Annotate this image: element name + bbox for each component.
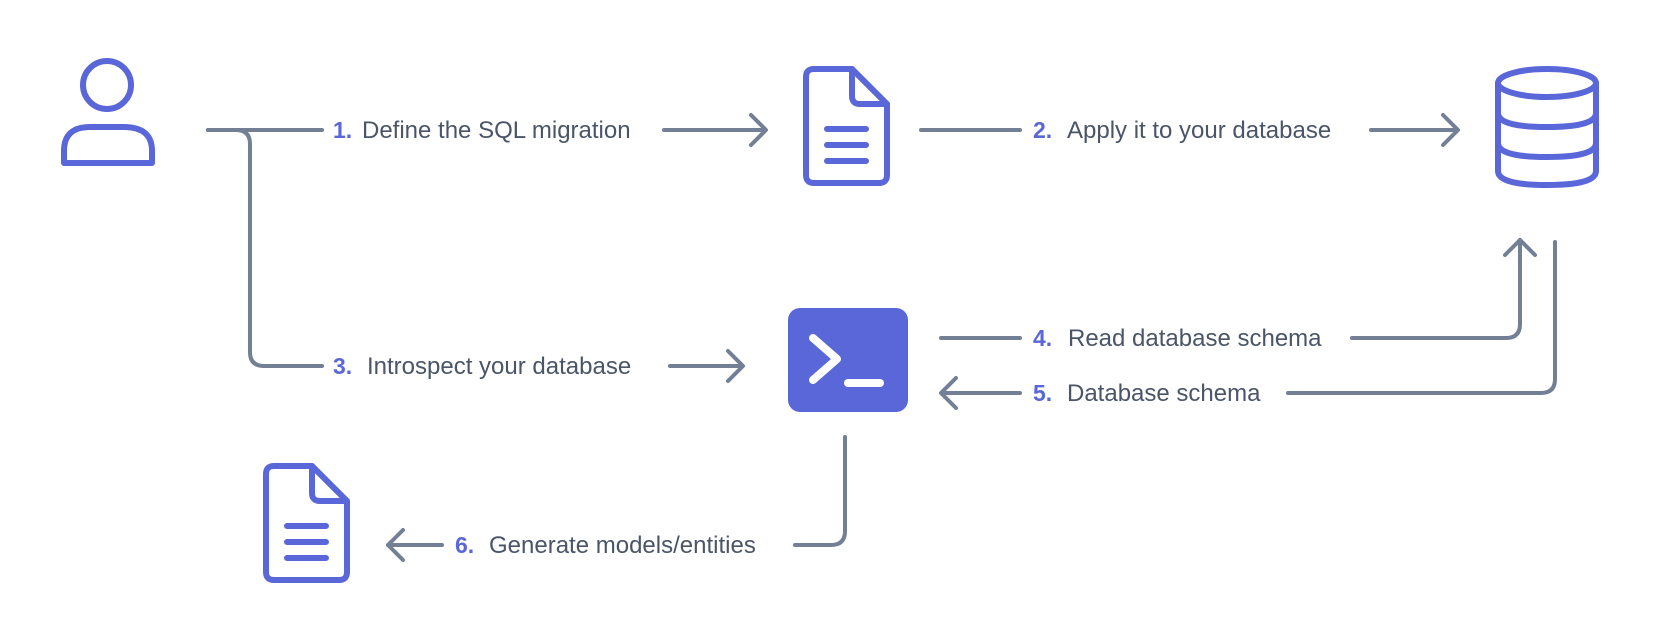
step-5-label: 5. Database schema [1033,380,1261,407]
step-text: Apply it to your database [1067,117,1331,144]
step-1-label: 1. Define the SQL migration [333,117,631,144]
step-number: 4. [1033,325,1052,351]
connector-step-6 [386,435,847,562]
step-number: 6. [455,532,474,558]
step-3-label: 3. Introspect your database [333,353,631,380]
database-icon [1495,66,1599,188]
step-number: 3. [333,353,352,379]
step-text: Generate models/entities [489,532,756,559]
connector-step-3 [206,128,745,383]
step-number: 1. [333,117,352,143]
document-icon [263,463,350,583]
step-text: Define the SQL migration [362,117,631,144]
terminal-icon [788,308,908,412]
step-text: Introspect your database [367,353,631,380]
step-text: Database schema [1067,380,1261,407]
connector-step-2 [919,113,1460,147]
step-text: Read database schema [1068,325,1322,352]
user-icon [61,58,155,166]
step-6-label: 6. Generate models/entities [455,532,756,559]
connector-step-5 [939,240,1557,410]
document-icon [803,66,890,186]
step-number: 5. [1033,380,1052,406]
step-4-label: 4. Read database schema [1033,325,1322,352]
step-number: 2. [1033,117,1052,143]
connector-step-4 [939,238,1537,340]
step-2-label: 2. Apply it to your database [1033,117,1331,144]
